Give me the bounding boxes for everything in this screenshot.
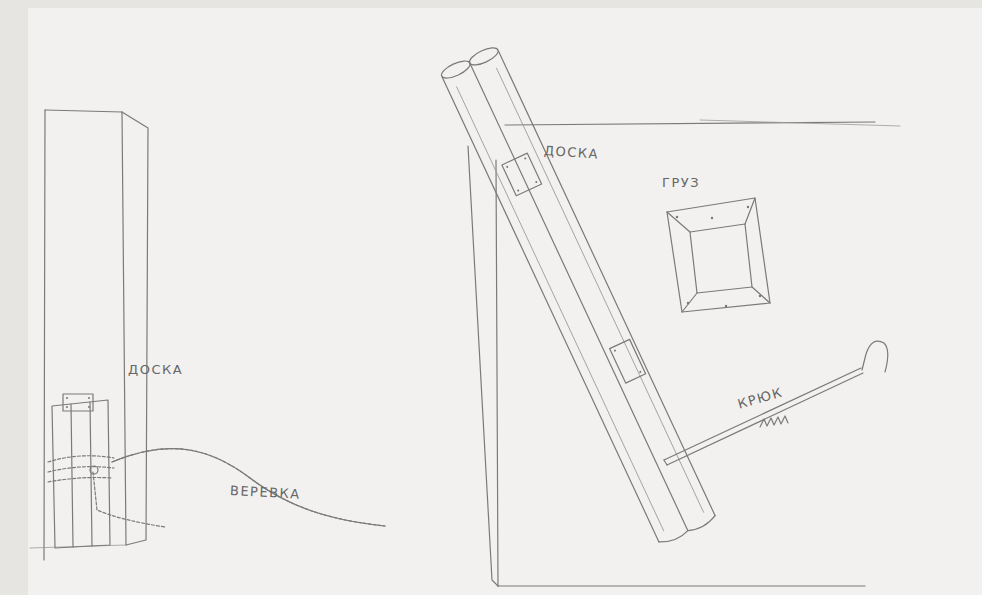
rivet	[66, 406, 68, 408]
wall-front-edge	[496, 160, 498, 586]
rivet	[524, 157, 527, 160]
wall-side-edge	[468, 146, 498, 586]
part-label: ДОСКА	[543, 143, 599, 162]
part-label: КРЮК	[736, 385, 785, 412]
metal-plate	[63, 394, 93, 411]
pole-edge	[664, 368, 861, 460]
rivet	[517, 189, 520, 192]
rope	[48, 449, 385, 527]
wall-front-edge	[122, 112, 126, 545]
rivet	[535, 181, 538, 184]
rope-end	[93, 472, 165, 527]
weight-outer	[667, 198, 770, 312]
rivet	[88, 397, 90, 399]
floor-line	[498, 585, 865, 586]
wall-left-edge	[44, 110, 45, 560]
board-seam	[71, 404, 73, 547]
board-shading	[457, 68, 704, 531]
board-edges	[441, 48, 716, 544]
paper-sheet	[28, 8, 982, 595]
board-end	[439, 58, 472, 82]
weight-corners	[667, 198, 770, 312]
grip-wrap	[760, 416, 788, 427]
left-wall	[30, 110, 148, 560]
pole-edge	[667, 373, 863, 465]
rivet	[711, 217, 713, 219]
pole-end	[664, 460, 667, 465]
right-wall	[468, 120, 900, 586]
small-boards	[52, 394, 110, 548]
metal-plate	[502, 153, 542, 196]
board-end	[659, 516, 717, 546]
rivet	[66, 397, 68, 399]
rope-knot	[90, 466, 98, 474]
board-seam	[90, 402, 92, 546]
rivet	[88, 406, 90, 408]
rivet	[676, 216, 678, 218]
wall-side-face	[122, 112, 148, 545]
rivet	[725, 305, 727, 307]
rivet	[506, 166, 509, 169]
metal-plate	[610, 339, 646, 383]
rivet	[614, 349, 617, 352]
wall-top-edge	[45, 110, 122, 112]
weight-inner	[690, 224, 752, 293]
rope-strand	[112, 449, 385, 526]
rivet	[759, 295, 761, 297]
rivet	[747, 206, 749, 208]
hook-curve	[862, 341, 888, 372]
weight-frame	[667, 198, 770, 312]
leaning-board	[439, 44, 717, 546]
rope-wrap	[48, 456, 114, 462]
part-label: ВЕРЕВКА	[230, 483, 301, 502]
rope-wrap	[48, 478, 112, 483]
rope-wrap	[48, 467, 114, 472]
rivet	[639, 371, 642, 374]
hook-pole	[664, 341, 888, 465]
board-stack	[52, 400, 110, 548]
rope-strand	[112, 449, 385, 526]
board-end	[467, 44, 500, 68]
rivet	[687, 302, 689, 304]
part-label: ДОСКА	[128, 362, 183, 377]
part-label: ГРУЗ	[662, 175, 700, 190]
wall-top-edge	[700, 120, 900, 126]
